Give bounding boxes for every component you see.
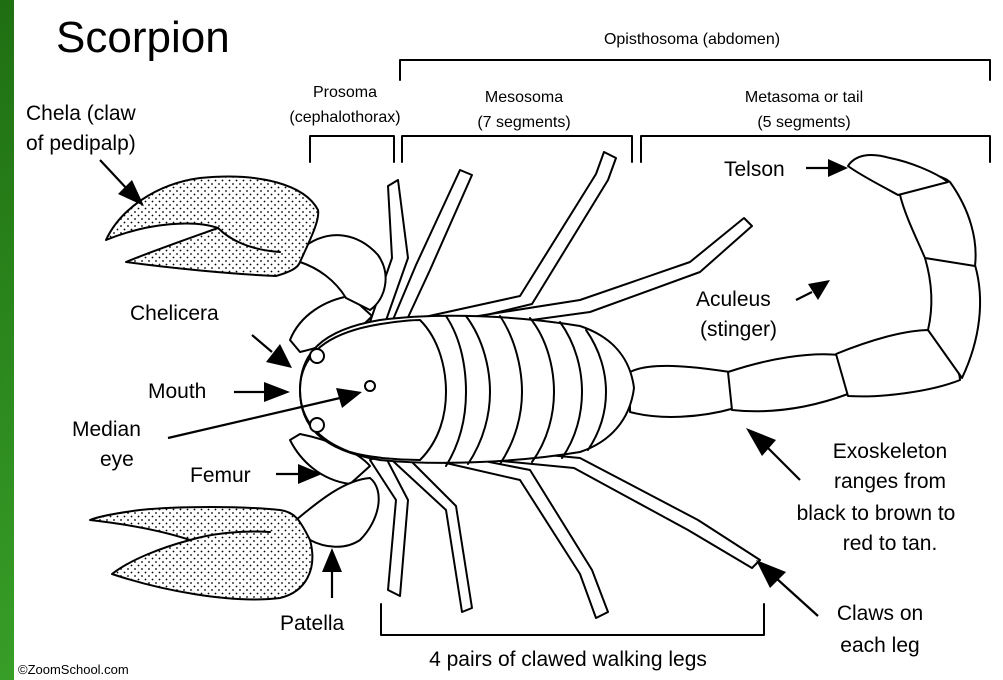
credit-text: ©ZoomSchool.com xyxy=(18,662,129,677)
label-mouth: Mouth xyxy=(148,380,206,403)
label-median: Median xyxy=(72,418,141,441)
opisthosoma-bracket xyxy=(400,60,990,80)
label-patella: Patella xyxy=(280,612,345,635)
lateral-eye-bottom xyxy=(310,418,324,432)
label-exo-ranges: ranges from xyxy=(834,470,946,493)
label-each-leg: each leg xyxy=(840,634,919,657)
page-title: Scorpion xyxy=(56,13,230,62)
label-femur: Femur xyxy=(190,464,251,487)
aculeus-arrow xyxy=(796,280,830,300)
exoskeleton-arrow xyxy=(746,428,800,480)
label-chela: Chela (claw xyxy=(26,102,137,125)
upper-pedipalp xyxy=(106,177,386,352)
label-exo-tan: red to tan. xyxy=(843,532,938,555)
mouth-arrow xyxy=(234,382,290,402)
label-mesosoma-segments: (7 segments) xyxy=(477,114,570,131)
label-exo-colors: black to brown to xyxy=(797,502,956,525)
label-opisthosoma: Opisthosoma (abdomen) xyxy=(604,31,780,48)
label-chela-pedipalp: of pedipalp) xyxy=(26,132,136,155)
telson-arrow xyxy=(806,159,848,177)
label-metasoma: Metasoma or tail xyxy=(745,89,863,106)
label-exoskeleton: Exoskeleton xyxy=(833,440,947,463)
label-stinger: (stinger) xyxy=(700,318,777,341)
label-telson: Telson xyxy=(724,158,785,181)
median-eye xyxy=(365,381,375,391)
label-walking-legs: 4 pairs of clawed walking legs xyxy=(429,648,707,671)
label-eye: eye xyxy=(100,448,134,471)
tail-segments xyxy=(630,155,980,417)
label-aculeus: Aculeus xyxy=(696,288,771,311)
label-claws: Claws on xyxy=(837,602,923,625)
label-metasoma-segments: (5 segments) xyxy=(757,114,850,131)
legs-bracket xyxy=(381,604,764,635)
lateral-eye-top xyxy=(310,349,324,363)
label-mesosoma: Mesosoma xyxy=(485,89,563,106)
label-prosoma: Prosoma xyxy=(313,84,377,101)
patella-arrow xyxy=(322,548,342,598)
mesosoma-bracket xyxy=(402,136,632,162)
chelicera-arrow xyxy=(252,335,292,368)
label-chelicera: Chelicera xyxy=(130,302,219,325)
chela-arrow xyxy=(100,160,144,206)
prosoma-bracket xyxy=(310,136,394,162)
claws-arrow xyxy=(756,560,818,616)
metasoma-bracket xyxy=(641,136,990,162)
label-cephalothorax: (cephalothorax) xyxy=(289,109,400,126)
